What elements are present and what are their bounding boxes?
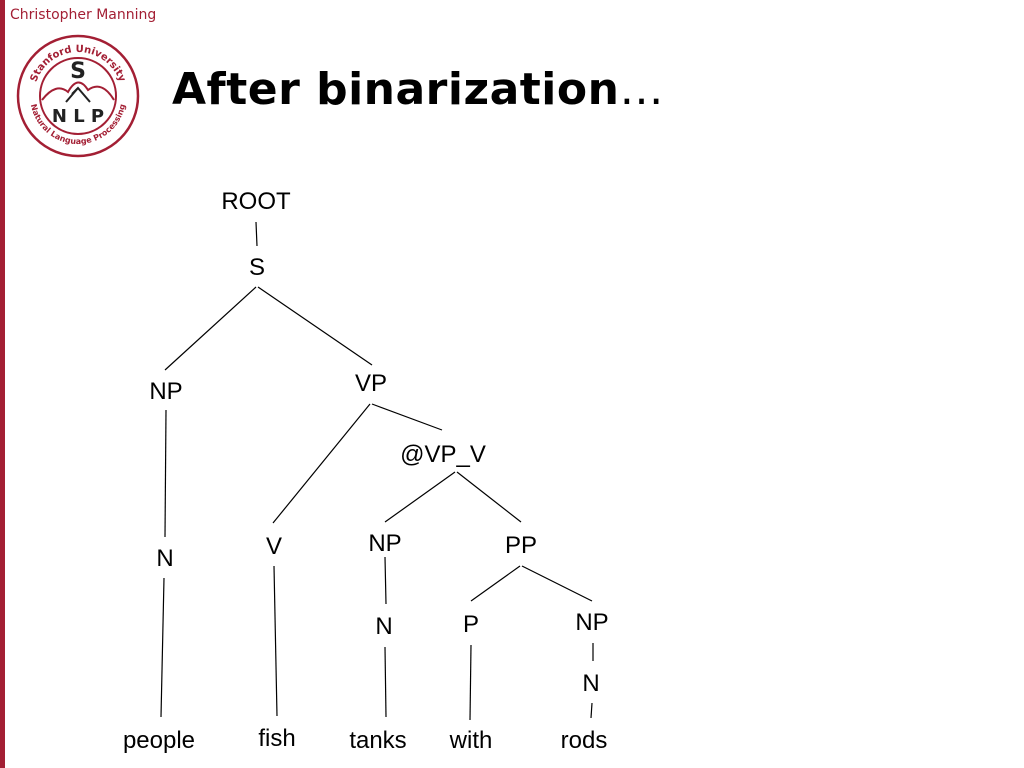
edge-vp-vpv: [371, 403, 443, 431]
node-np-tanks: NP: [368, 530, 401, 557]
node-vp: VP: [355, 370, 387, 397]
logo-nlp-text: N L P: [52, 106, 104, 127]
edge-np-n2: [384, 556, 387, 605]
word-fish: fish: [258, 725, 295, 752]
slide-title-text: After binarization: [172, 64, 620, 115]
node-n-tanks: N: [375, 613, 392, 640]
node-root: ROOT: [221, 188, 291, 215]
edge-vpv-np: [384, 471, 456, 523]
mountain-icon: [41, 81, 115, 101]
logo-inner-ring: [39, 57, 117, 135]
word-with: with: [449, 727, 493, 754]
edge-s-vp: [257, 286, 373, 366]
slide-title: After binarization…: [172, 64, 664, 115]
node-pp: PP: [505, 532, 537, 559]
node-n-rods: N: [582, 670, 599, 697]
logo-s-letter: S: [70, 59, 86, 84]
edge-root-s: [255, 221, 258, 247]
word-people: people: [123, 727, 195, 754]
edge-s-np: [164, 286, 257, 371]
edge-n2-tanks: [384, 646, 387, 718]
edge-vpv-pp: [456, 471, 522, 523]
logo-lambda-icon: [65, 86, 91, 103]
node-np: NP: [149, 378, 182, 405]
left-accent-bar: [0, 0, 5, 768]
node-np-rods: NP: [575, 609, 608, 636]
edge-n-people: [160, 577, 165, 718]
edge-np-n: [164, 409, 167, 538]
edge-pp-p: [470, 565, 521, 602]
node-v: V: [266, 533, 282, 560]
node-n: N: [156, 545, 173, 572]
edge-v-fish: [273, 565, 278, 717]
word-rods: rods: [561, 727, 608, 754]
author-name: Christopher Manning: [10, 7, 157, 23]
tree-edges: [160, 221, 594, 721]
edge-vp-v: [272, 403, 371, 524]
edge-pp-np3: [521, 565, 593, 602]
node-p: P: [463, 611, 479, 638]
node-s: S: [249, 254, 265, 281]
edge-p-with: [469, 644, 472, 721]
slide-title-ellipsis: …: [619, 64, 664, 115]
node-vp-v-bar: @VP_V: [400, 441, 486, 468]
word-tanks: tanks: [349, 727, 406, 754]
edge-n3-rods: [590, 702, 593, 719]
stanford-nlp-logo: Stanford University Natural Language Pro…: [16, 34, 140, 158]
